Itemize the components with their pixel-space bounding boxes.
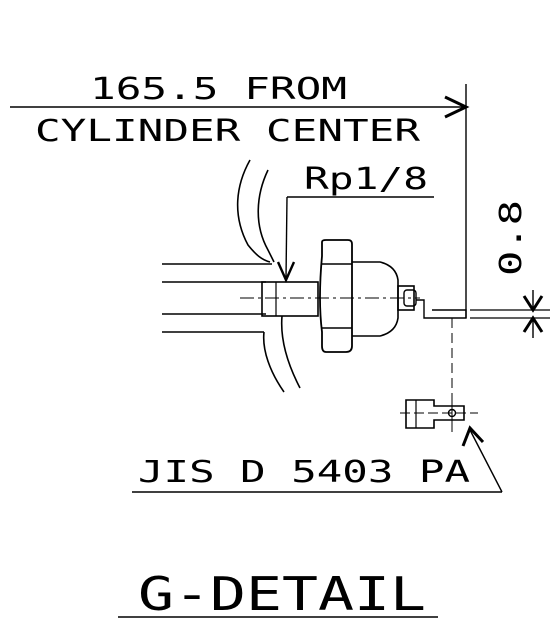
terminal-blade xyxy=(416,299,467,319)
hex-nut xyxy=(319,239,353,353)
terminal-detail xyxy=(405,399,465,429)
terminal-leader-arrow xyxy=(461,425,485,447)
dimension-label-line1: 165.5 FROM xyxy=(90,72,347,107)
offset-label: 0.8 xyxy=(494,200,529,276)
housing-curve-lower-outer xyxy=(262,331,285,393)
terminal-label: JIS D 5403 PA xyxy=(138,455,470,490)
detail-title: G-DETAIL xyxy=(138,567,426,621)
housing-curve-inner xyxy=(257,169,275,263)
thread-label: Rp1/8 xyxy=(304,162,428,197)
terminal-leader xyxy=(469,429,503,493)
offset-arrow-bottom xyxy=(522,315,544,333)
threaded-shank xyxy=(261,281,319,317)
sensor-body xyxy=(352,261,399,337)
dimension-label-line2: CYLINDER CENTER xyxy=(35,114,421,149)
housing-curve-lower-inner xyxy=(280,315,301,389)
housing-curve-outer xyxy=(236,159,271,263)
offset-arrow-top xyxy=(522,295,544,313)
thread-leader xyxy=(285,196,288,279)
thread-leader-arrow xyxy=(276,261,296,283)
